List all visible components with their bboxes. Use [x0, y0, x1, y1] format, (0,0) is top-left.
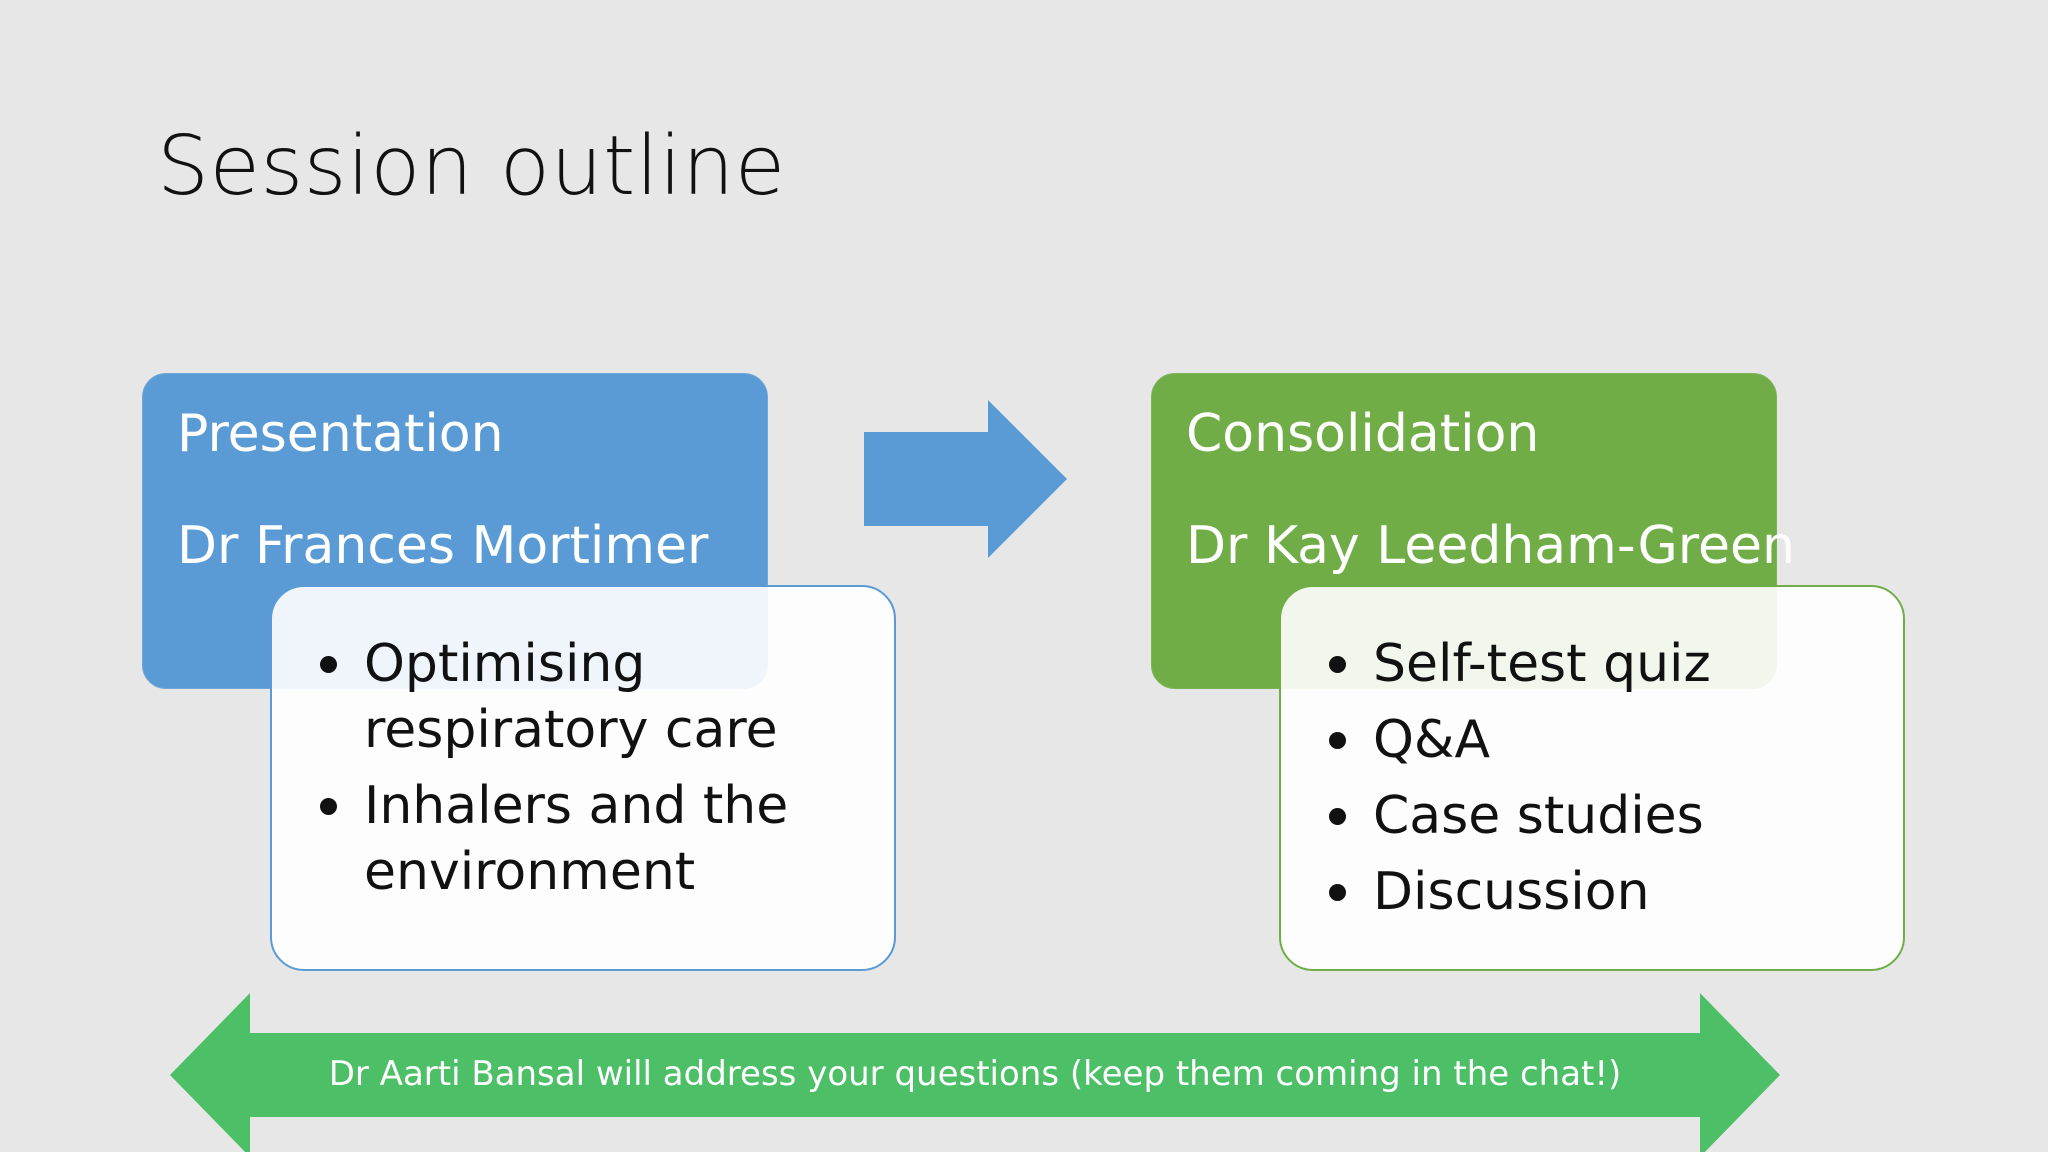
consolidation-activity: Discussion — [1373, 862, 1650, 922]
bullet-icon — [320, 798, 337, 815]
consolidation-heading: Consolidation — [1186, 404, 1540, 464]
right-arrow-icon — [864, 400, 1067, 558]
list-item: Optimising respiratory care — [320, 631, 874, 763]
presentation-topic: Inhalers and the environment — [364, 776, 789, 902]
list-item: Case studies — [1329, 783, 1883, 849]
consolidation-activity: Self-test quiz — [1373, 634, 1711, 694]
consolidation-activity-list: Self-test quiz Q&A Case studies Discussi… — [1329, 631, 1883, 925]
list-item: Discussion — [1329, 859, 1883, 925]
presentation-heading: Presentation — [177, 404, 504, 464]
slide-title: Session outline — [157, 119, 786, 214]
consolidation-activity: Case studies — [1373, 786, 1704, 846]
presentation-topic: Optimising respiratory care — [364, 634, 778, 760]
bullet-icon — [1329, 656, 1346, 673]
bullet-icon — [1329, 808, 1346, 825]
presentation-topic-list: Optimising respiratory care Inhalers and… — [320, 631, 874, 905]
list-item: Self-test quiz — [1329, 631, 1883, 697]
double-headed-arrow-icon — [170, 993, 1780, 1152]
presentation-header-box: Presentation Dr Frances Mortimer — [142, 373, 768, 689]
list-item: Q&A — [1329, 707, 1883, 773]
consolidation-activity: Q&A — [1373, 710, 1491, 770]
presentation-details-box: Optimising respiratory care Inhalers and… — [270, 585, 896, 971]
presentation-presenter: Dr Frances Mortimer — [177, 516, 709, 576]
consolidation-presenter: Dr Kay Leedham-Green — [1186, 516, 1795, 576]
consolidation-details-box: Self-test quiz Q&A Case studies Discussi… — [1279, 585, 1905, 971]
list-item: Inhalers and the environment — [320, 773, 874, 905]
bullet-icon — [1329, 884, 1346, 901]
banner-text: Dr Aarti Bansal will address your questi… — [328, 1054, 1622, 1094]
bullet-icon — [1329, 732, 1346, 749]
bullet-icon — [320, 656, 337, 673]
